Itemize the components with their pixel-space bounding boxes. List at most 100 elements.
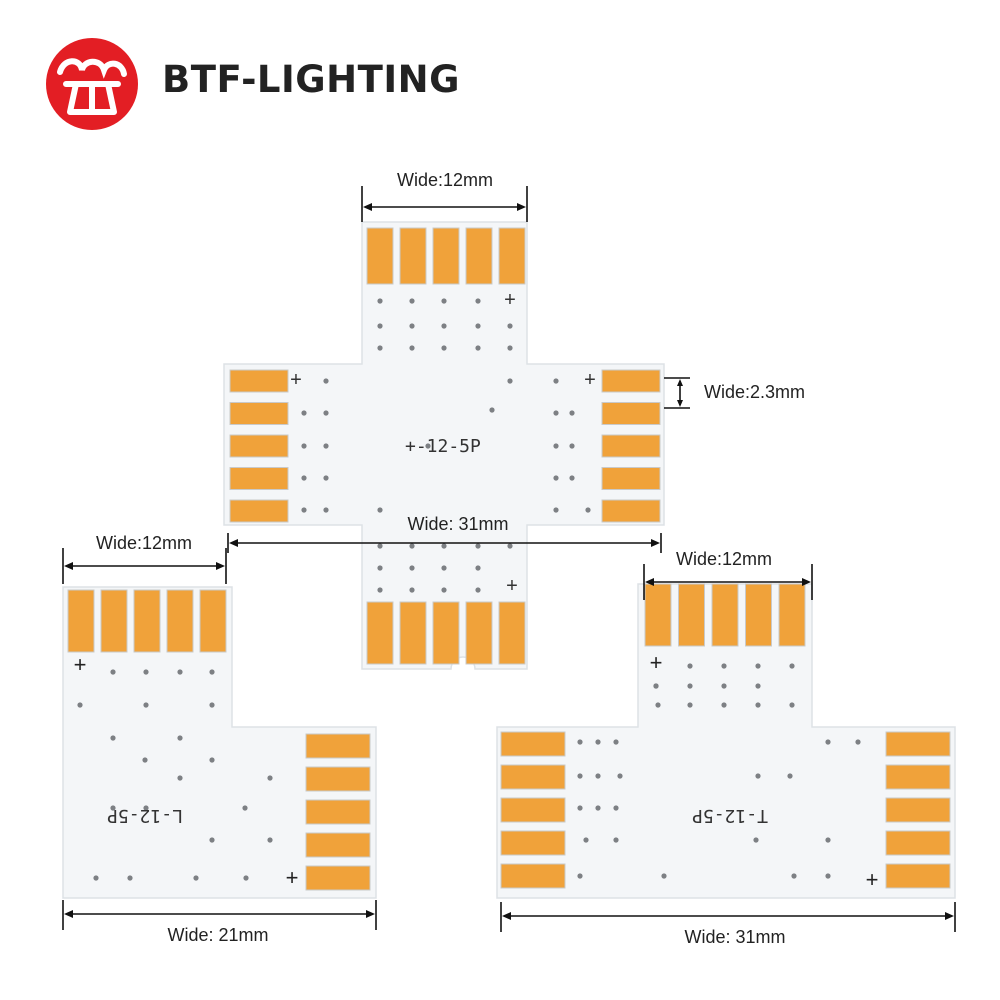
copper-pad [229,467,289,490]
via-hole [613,837,619,843]
via-hole [655,702,661,708]
via-hole [753,837,759,843]
via-hole [441,543,447,549]
via-hole [143,702,149,708]
via-hole [855,739,861,745]
t-board-pads [500,583,951,889]
copper-pad [67,589,95,653]
via-hole [595,739,601,745]
plus-mark-icon: + [290,369,302,391]
via-hole [553,378,559,384]
copper-pad [229,402,289,425]
via-hole [489,407,495,413]
via-hole [209,837,215,843]
via-hole [143,669,149,675]
plus-mark-icon: + [650,650,663,675]
via-hole [409,298,415,304]
copper-pad [500,764,566,790]
copper-pad [199,589,227,653]
via-hole [553,507,559,513]
copper-pad [305,799,371,825]
via-hole [301,507,307,513]
via-hole [617,773,623,779]
via-hole [323,475,329,481]
via-hole [585,507,591,513]
l-board-pads [67,589,371,891]
via-hole [569,443,575,449]
copper-pad [885,797,951,823]
copper-pad [465,601,493,665]
copper-pad [500,797,566,823]
via-hole [613,739,619,745]
copper-pad [366,227,394,285]
via-hole [475,587,481,593]
via-hole [143,805,149,811]
via-hole [110,805,116,811]
via-hole [377,565,383,571]
via-hole [267,837,273,843]
via-hole [577,739,583,745]
copper-pad [745,583,772,647]
copper-pad [601,369,661,393]
x-connector-board: +-12-5P + + + + [223,221,665,670]
copper-pad [100,589,128,653]
copper-pad [432,601,460,665]
via-hole [653,683,659,689]
via-hole [721,702,727,708]
plus-mark-icon: + [504,289,516,311]
via-hole [577,873,583,879]
copper-pad [885,731,951,757]
via-hole [177,669,183,675]
via-hole [475,543,481,549]
via-hole [193,875,199,881]
via-hole [301,443,307,449]
copper-pad [133,589,161,653]
via-hole [755,702,761,708]
via-hole [595,773,601,779]
via-hole [687,683,693,689]
copper-pad [778,583,806,647]
plus-mark-icon: + [506,575,518,597]
via-hole [553,410,559,416]
via-hole [409,323,415,329]
via-hole [661,873,667,879]
t-connector-board: T-12-5P + + [496,583,956,899]
t-board-label: T-12-5P [692,805,768,826]
plus-mark-icon: + [584,369,596,391]
via-hole [377,543,383,549]
via-hole [755,773,761,779]
via-hole [553,443,559,449]
via-hole [475,345,481,351]
via-hole [507,543,513,549]
copper-pad [399,227,427,285]
copper-pad [305,832,371,858]
via-hole [825,739,831,745]
via-hole [377,345,383,351]
x-board-vias [301,298,591,593]
plus-mark-icon: + [286,865,299,890]
brand-logo-icon [46,38,138,130]
via-hole [323,410,329,416]
via-hole [243,875,249,881]
copper-pad [500,863,566,889]
via-hole [110,735,116,741]
copper-pad [500,830,566,856]
via-hole [441,565,447,571]
copper-pad [399,601,427,665]
via-hole [569,410,575,416]
via-hole [425,443,431,449]
via-hole [93,875,99,881]
via-hole [377,323,383,329]
via-hole [177,775,183,781]
dimension-lines [62,186,956,932]
via-hole [595,805,601,811]
copper-pad [366,601,394,665]
copper-pad [644,583,672,647]
via-hole [301,475,307,481]
via-hole [577,805,583,811]
l-board-vias [77,669,273,881]
copper-pad [678,583,705,647]
via-hole [77,702,83,708]
copper-pad [498,601,526,665]
